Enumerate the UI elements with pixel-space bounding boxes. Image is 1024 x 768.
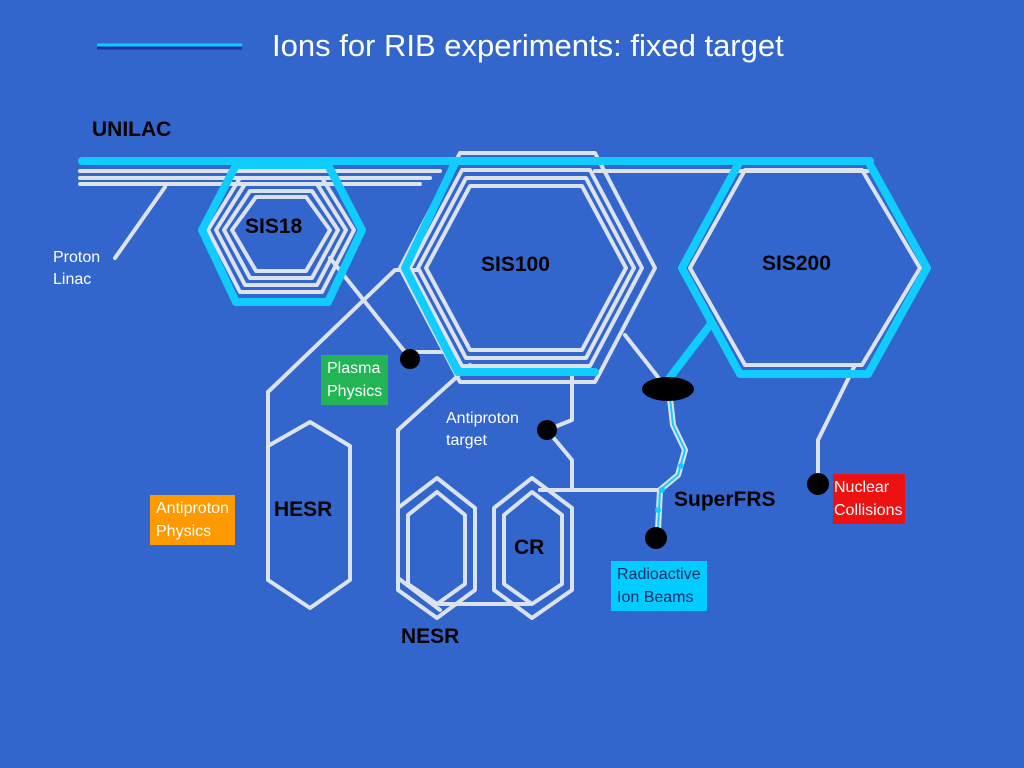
nuclear-collisions-box: Nuclear Collisions <box>833 474 906 524</box>
proton-linac-line <box>113 185 167 260</box>
highlight-extraction-line <box>664 321 714 384</box>
sis100-ring-4 <box>424 184 628 352</box>
superfrs-beamline-core <box>657 397 686 531</box>
superfrs-magnet-2 <box>659 487 665 493</box>
nesr-ring-outer <box>396 476 477 620</box>
superfrs-magnet-1 <box>678 463 684 469</box>
plasma-physics-line2: Physics <box>327 383 383 400</box>
slide-title: Ions for RIB experiments: fixed target <box>272 28 784 63</box>
sis100-label: SIS100 <box>481 253 550 276</box>
nuclear-collisions-line <box>816 363 857 486</box>
cr-ring-outer <box>492 476 574 620</box>
radioactive-beam-target <box>645 527 667 549</box>
superfrs-production-target <box>642 377 694 401</box>
highlight-sis200-ring <box>678 157 931 378</box>
sis18-ring-3 <box>222 189 340 280</box>
plasma-target <box>400 349 420 369</box>
radioactive-ion-beams-line1: Radioactive <box>617 566 701 583</box>
sis200-label: SIS200 <box>762 252 831 275</box>
hesr-ring <box>266 420 352 610</box>
plasma-physics-line1: Plasma <box>327 360 381 377</box>
proton-linac-label-line1: Proton <box>53 249 101 266</box>
sis18-ring-2 <box>214 182 348 287</box>
superfrs-magnet-3 <box>655 507 661 513</box>
radioactive-ion-beams-box: Radioactive Ion Beams <box>611 561 707 611</box>
sis18-ring-4 <box>230 195 332 273</box>
plasma-physics-box: Plasma Physics <box>321 355 389 405</box>
highlight-sis18-ring <box>198 161 366 306</box>
nesr-feed-line <box>396 428 442 612</box>
cr-label: CR <box>514 536 545 559</box>
antiproton-target-label-line1: Antiproton <box>446 410 519 427</box>
antiproton-physics-line2: Physics <box>156 523 212 540</box>
hesr-label: HESR <box>274 498 333 521</box>
antiproton-target-label-line2: target <box>446 432 487 449</box>
antiproton-physics-line1: Antiproton <box>156 500 229 517</box>
nuclear-collisions-target <box>807 473 829 495</box>
proton-linac-label-line2: Linac <box>53 271 92 288</box>
antiproton-target <box>537 420 557 440</box>
antiproton-physics-box: Antiproton Physics <box>150 495 235 545</box>
highlight-sis100-left <box>401 159 599 376</box>
nuclear-collisions-line2: Collisions <box>834 502 903 519</box>
unilac-label: UNILAC <box>92 118 172 141</box>
sis18-label: SIS18 <box>245 215 303 238</box>
antiproton-target-label: Antiproton target <box>446 408 519 452</box>
sis18-ring-1 <box>206 176 356 294</box>
radioactive-ion-beams-line2: Ion Beams <box>617 589 694 606</box>
superfrs-label: SuperFRS <box>674 488 776 511</box>
proton-linac-label: Proton Linac <box>53 247 100 291</box>
nesr-ring-inner <box>406 490 467 606</box>
nesr-label: NESR <box>401 625 460 648</box>
cr-ring-inner <box>502 490 564 606</box>
nuclear-collisions-line1: Nuclear <box>834 479 890 496</box>
